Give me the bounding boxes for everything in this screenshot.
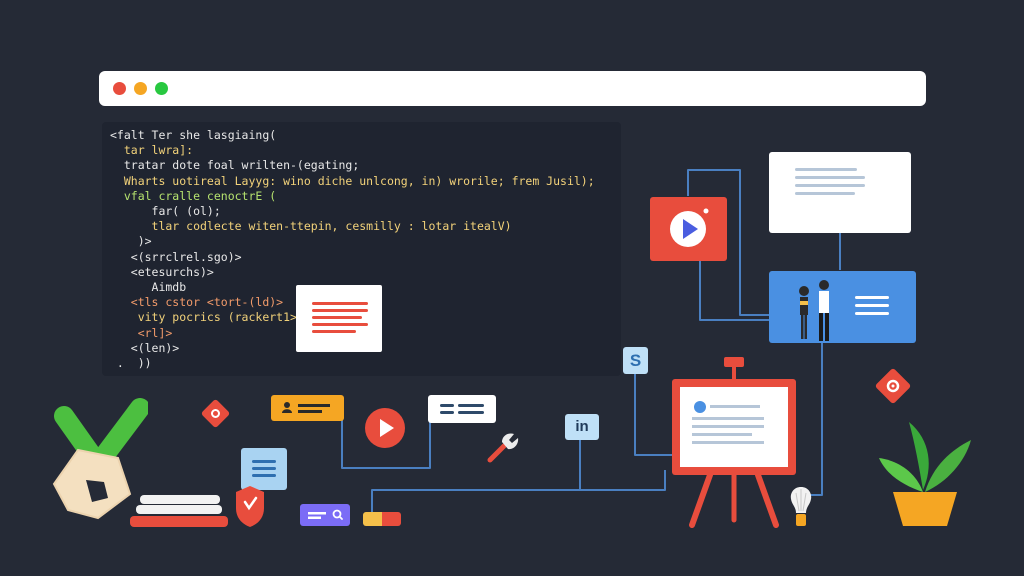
team-card: [769, 271, 916, 343]
code-line: <etesurchs)>: [110, 264, 214, 279]
code-line: <(srrclrel.sgo)>: [110, 249, 242, 264]
code-line: tar lwra]:: [110, 143, 194, 158]
overlay-note-card: [296, 285, 382, 352]
s-badge[interactable]: S: [623, 347, 648, 374]
window-minimize-dot[interactable]: [134, 82, 147, 95]
window-maximize-dot[interactable]: [155, 82, 168, 95]
easel-icon: [672, 357, 796, 528]
s-badge-label: S: [629, 351, 642, 370]
play-icon: [670, 208, 709, 247]
in-badge-label: in: [575, 418, 589, 435]
code-line: <(len)>: [110, 340, 180, 355]
code-line: . )): [110, 356, 152, 370]
checkmark-icon: [52, 398, 148, 520]
code-line: vity pocrics (rackert1>: [110, 310, 297, 325]
gear-icon: [886, 379, 900, 393]
user-tag[interactable]: [271, 395, 344, 421]
code-line: vfal cralle cenoctrE (: [110, 188, 277, 203]
search-tag[interactable]: [300, 504, 350, 526]
code-line: tlar codlecte witen-ttepin, cesmilly : l…: [110, 219, 512, 234]
in-badge[interactable]: in: [565, 414, 599, 440]
code-line: <rl]>: [110, 325, 173, 340]
play-icon[interactable]: [364, 407, 406, 449]
message-card: [428, 395, 496, 423]
plant-icon: [879, 422, 971, 526]
list-card: [241, 448, 287, 490]
code-line: )>: [110, 234, 152, 249]
wrench-icon: [487, 433, 519, 463]
shield-icon: [236, 486, 264, 527]
document-card: [769, 152, 911, 233]
code-line: Wharts uotireal Layyg: wino diche unlcon…: [110, 173, 595, 188]
toggle-bar[interactable]: [363, 512, 401, 526]
browser-address-bar: [99, 71, 926, 106]
lightbulb-icon: [790, 487, 812, 526]
gear-badge[interactable]: [874, 367, 912, 405]
code-line: <tls cstor <tort-(ld)>: [110, 295, 284, 310]
search-icon: [308, 509, 343, 520]
window-close-dot[interactable]: [113, 82, 126, 95]
code-line: far( (ol);: [110, 204, 221, 218]
user-icon: [282, 402, 330, 413]
code-line: <falt Ter she lasgiaing(: [110, 128, 277, 142]
people-icon: [799, 280, 829, 341]
code-line: tratar dote foal wrilten-(egating;: [110, 158, 360, 173]
video-card[interactable]: [650, 197, 727, 261]
code-line: Aimdb: [110, 280, 187, 294]
book-stack: [130, 495, 230, 528]
